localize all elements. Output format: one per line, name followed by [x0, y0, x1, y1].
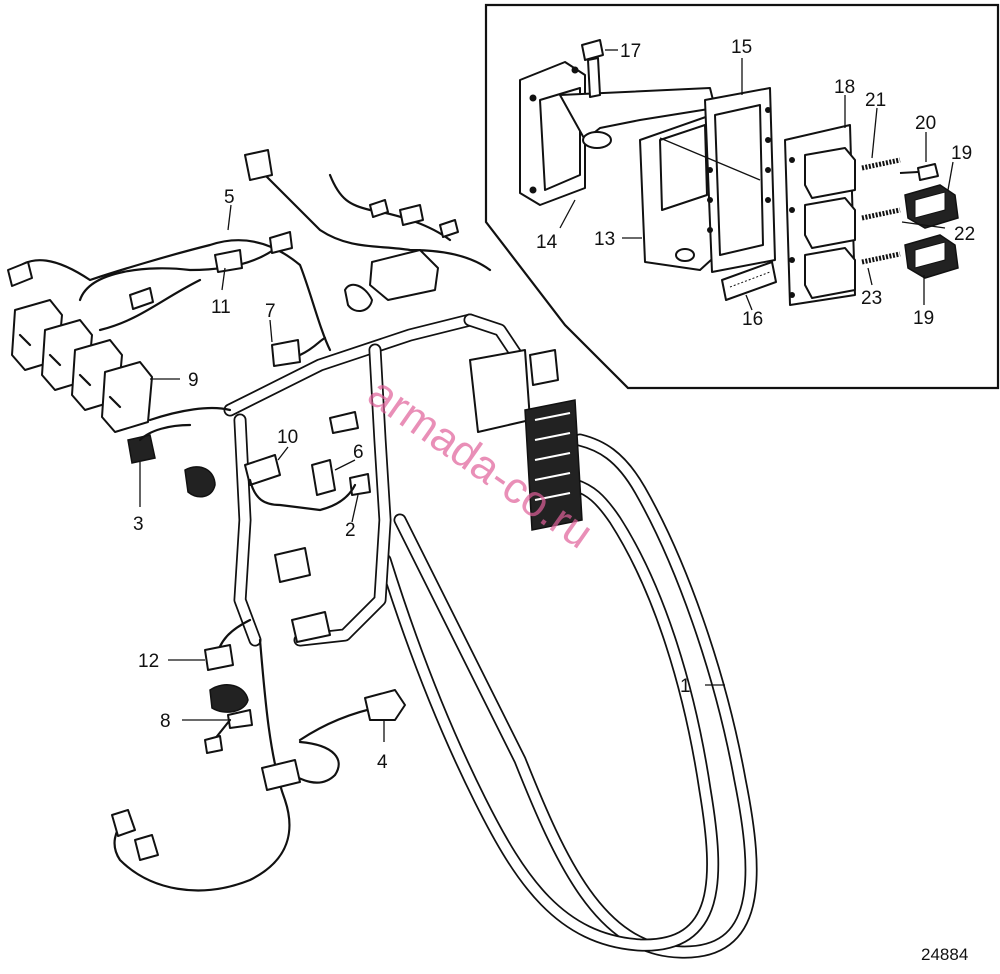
connector-6 [311, 411, 359, 496]
upper-branches [7, 231, 332, 422]
callout-9: 9 [188, 370, 199, 391]
screw-20 [899, 163, 939, 181]
top-connectors [244, 149, 492, 312]
callout-8: 8 [160, 711, 171, 732]
callout-10: 10 [277, 427, 298, 448]
gasket-15 [704, 87, 776, 273]
callout-5: 5 [224, 187, 235, 208]
harness-trunk [223, 313, 527, 647]
control-unit-connector [469, 349, 583, 531]
fuse-strip-16 [721, 261, 777, 301]
callout-13: 13 [594, 229, 615, 250]
callout-22: 22 [954, 224, 975, 245]
callout-2: 2 [345, 520, 356, 541]
callout-19-upper: 19 [951, 143, 972, 164]
callout-6: 6 [353, 442, 364, 463]
callout-11: 11 [211, 297, 231, 318]
clip-10 [184, 454, 357, 512]
main-leaders [139, 204, 725, 742]
fuse-23 [861, 251, 901, 265]
callout-1: 1 [680, 676, 691, 697]
callout-7: 7 [265, 301, 276, 322]
bolt-17 [581, 39, 604, 98]
callout-4: 4 [377, 752, 388, 773]
connector-7 [271, 336, 327, 367]
lower-branches [111, 423, 406, 892]
callout-19-lower: 19 [913, 308, 934, 329]
relay-19-lower [904, 234, 959, 279]
ignition-coils-9 [11, 299, 153, 433]
callout-16: 16 [742, 309, 763, 330]
plate-13 [639, 111, 723, 271]
connector-2 [349, 473, 371, 496]
callout-14: 14 [536, 232, 558, 253]
callout-18: 18 [834, 77, 855, 98]
callout-20: 20 [915, 113, 936, 134]
callout-labels: 1 2 3 4 5 6 7 8 9 10 11 12 13 14 15 16 1… [133, 37, 975, 773]
callout-21: 21 [865, 90, 886, 111]
callout-15: 15 [731, 37, 752, 58]
callout-3: 3 [133, 514, 144, 535]
figure-number: 24884 [921, 945, 968, 964]
inset-leaders [559, 49, 954, 311]
bracket-14 [519, 61, 716, 206]
fuse-21 [861, 157, 901, 171]
callout-23: 23 [861, 288, 882, 309]
relay-board-18 [784, 124, 856, 306]
main-harness-loom-1 [378, 433, 758, 959]
callout-12: 12 [138, 651, 159, 672]
relay-19-upper [904, 184, 959, 229]
fuse-22 [861, 207, 901, 221]
callout-17: 17 [620, 41, 641, 62]
